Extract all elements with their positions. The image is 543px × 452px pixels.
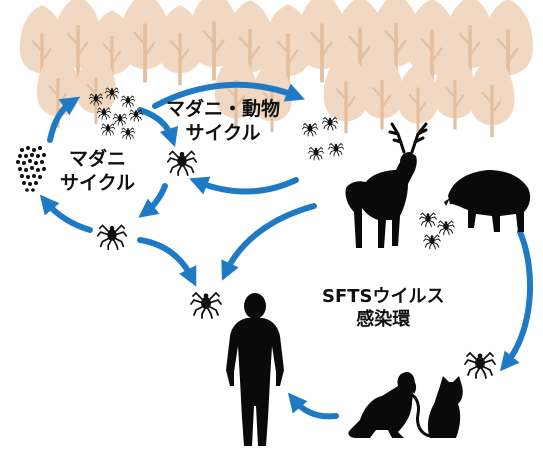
cat-icon [408,376,463,438]
tick-icon [328,143,344,157]
tick-cycle-label-line2: サイクル [60,171,136,194]
tick-icon [308,147,324,161]
tick-cycle-label-line1: マダニ [69,148,127,170]
arrow-larvae-to-nymph [137,107,179,148]
cycle-arrows [39,81,534,420]
tick-animal-cycle-label-line1: マダニ・動物 [166,98,281,120]
tick-cycle-label: マダニ サイクル [60,148,135,196]
arrow-eggs-to-larvae [47,96,80,143]
sfts-cycle-label-line2: 感染環 [356,308,411,330]
dog-icon [348,372,417,438]
boar-icon [444,170,531,232]
arrow-deer-to-human [221,203,317,281]
tick-icon [437,220,455,236]
arrow-animals-back [189,176,299,195]
tick-icon [302,123,318,137]
tick-icon [423,234,441,250]
tick-icon-group [88,87,496,379]
arrow-tick-to-human [137,237,197,287]
tick-animal-cycle-label-line2: サイクル [185,121,261,144]
tick-icon [120,95,136,108]
tick-icon [464,352,496,379]
sfts-cycle-label-line1: SFTSウイルス [322,286,445,307]
tick-icon [96,224,128,251]
tick-eggs-icon [16,146,46,192]
arrow-pets-to-human [287,392,339,420]
sfts-cycle-label: SFTSウイルス 感染環 [322,286,445,331]
tick-icon [120,127,136,140]
tick-icon [419,212,437,228]
tick-icon [190,292,222,319]
tick-icon [322,117,338,131]
arrow-to-adult [138,183,168,218]
arrow-up-to-animals [152,81,305,109]
tick-icon [100,123,116,136]
tick-animal-cycle-label: マダニ・動物 サイクル [166,98,280,146]
tick-icon [166,150,198,177]
arrow-adult-to-eggs [39,194,93,233]
arrow-boar-down [499,229,534,372]
human-icon [226,293,284,446]
deer-icon [345,122,428,248]
tick-icon [112,113,128,126]
